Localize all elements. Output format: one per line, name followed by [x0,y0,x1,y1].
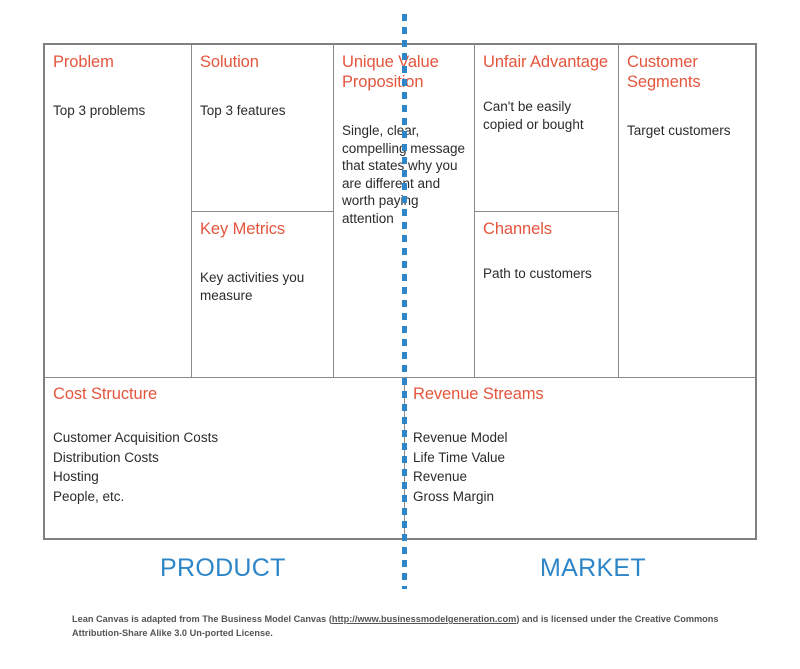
cell-problem-body: Top 3 problems [53,103,146,118]
section-label-product: PRODUCT [160,554,286,582]
cell-channels-title: Channels [483,220,552,238]
column-divider-4 [618,45,619,377]
cell-unfair-advantage[interactable]: Unfair Advantage Can't be easily copied … [475,45,618,211]
section-label-market: MARKET [540,554,646,582]
footer-source-link[interactable]: http://www.businessmodelgeneration.com [331,614,517,624]
row-divider-main-bottom [45,377,755,378]
cell-key-metrics[interactable]: Key Metrics Key activities you measure [192,212,333,377]
cell-problem[interactable]: Problem Top 3 problems [45,45,191,377]
row-divider-solution-keymetrics [191,211,333,212]
cell-cost-structure-body: Customer Acquisition Costs Distribution … [53,430,219,504]
cell-customer-segments-body: Target customers [627,123,731,138]
cell-cost-structure-title: Cost Structure [53,385,158,403]
cell-problem-title: Problem [53,53,114,71]
cell-channels-body: Path to customers [483,266,592,281]
cell-unfair-advantage-body: Can't be easily copied or bought [483,99,584,132]
cell-solution-title: Solution [200,53,259,71]
cell-unfair-advantage-title: Unfair Advantage [483,53,608,71]
cell-solution[interactable]: Solution Top 3 features [192,45,333,211]
cell-solution-body: Top 3 features [200,103,286,118]
cell-revenue-streams-body: Revenue Model Life Time Value Revenue Gr… [413,430,508,504]
lean-canvas-frame: Problem Top 3 problems Solution Top 3 fe… [43,43,757,540]
cell-customer-segments-title: Customer Segments [627,53,701,91]
product-market-divider-line [402,14,407,589]
footer-prefix-text: Lean Canvas is adapted from The Business… [72,614,332,624]
footer-suffix-text: ) and is licensed under the Creative Com… [72,614,719,638]
column-divider-2 [333,45,334,377]
cell-key-metrics-title: Key Metrics [200,220,286,238]
footer-attribution-note: Lean Canvas is adapted from The Business… [72,613,734,640]
cell-cost-structure[interactable]: Cost Structure Customer Acquisition Cost… [45,378,404,538]
cell-key-metrics-body: Key activities you measure [200,270,305,303]
cell-revenue-streams[interactable]: Revenue Streams Revenue Model Life Time … [405,378,755,538]
cell-customer-segments[interactable]: Customer Segments Target customers [619,45,755,377]
row-divider-unfair-channels [474,211,618,212]
cell-uvp-body: Single, clear, compelling message that s… [342,123,466,226]
cell-revenue-streams-title: Revenue Streams [413,385,544,403]
cell-channels[interactable]: Channels Path to customers [475,212,618,377]
